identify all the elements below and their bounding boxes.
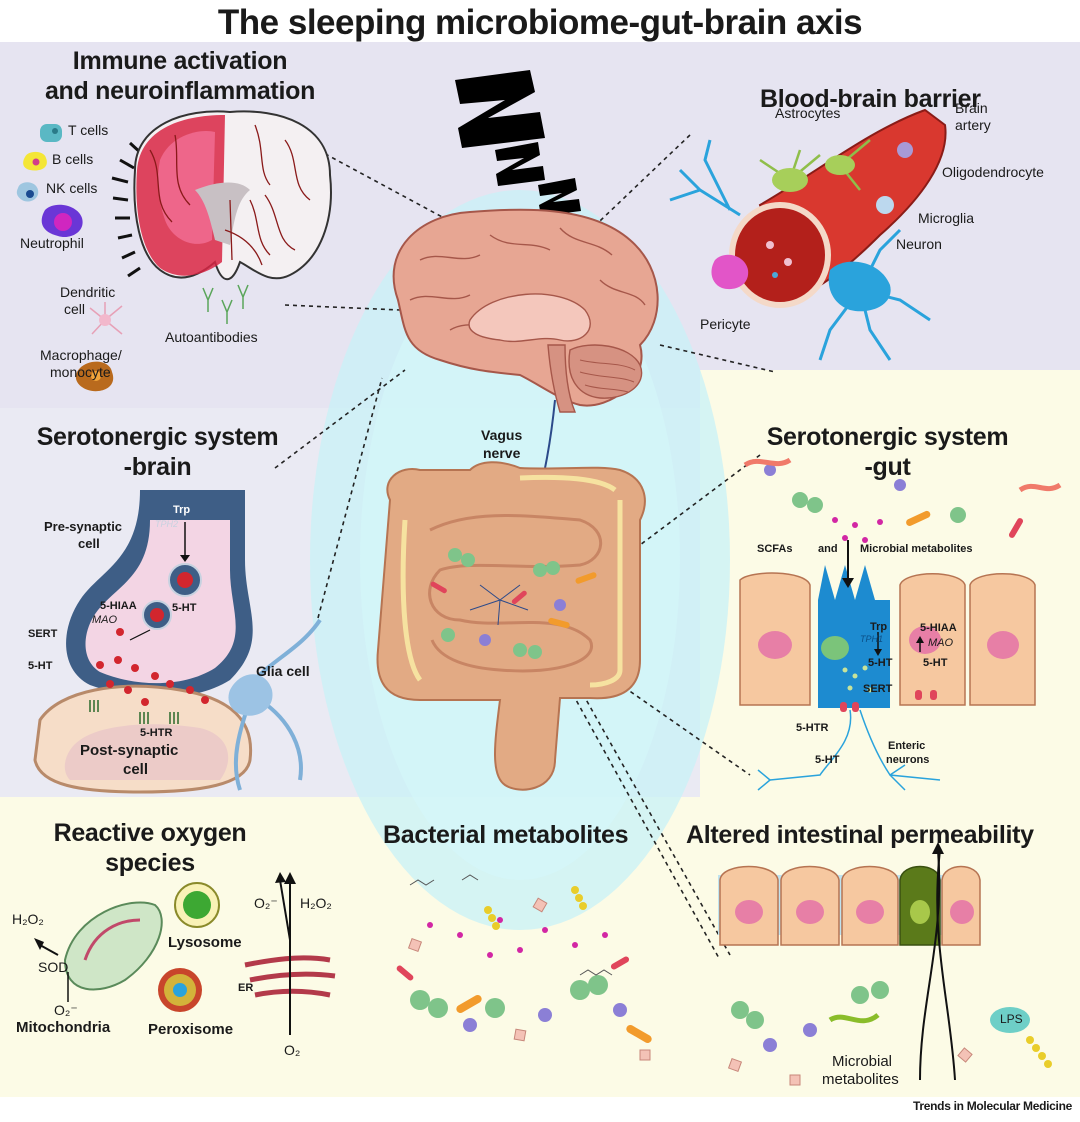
bacterial-panel-title: Bacterial metabolites	[383, 821, 629, 849]
label-5htr-gut: 5-HTR	[796, 722, 829, 734]
label-microbial-metabolites: metabolites	[822, 1071, 899, 1088]
label-t-cells: T cells	[68, 122, 109, 138]
central-brain-illustration	[392, 208, 659, 413]
label-microglia: Microglia	[918, 210, 975, 226]
label-5hiaa-brain: 5-HIAA	[100, 600, 137, 612]
label-trp-brain: Trp	[173, 504, 191, 516]
label-5htr-brain: 5-HTR	[140, 727, 173, 739]
label-artery: artery	[955, 117, 991, 133]
label-scfas: SCFAs	[757, 543, 793, 555]
label-enteric-neurons: neurons	[886, 754, 930, 766]
label-neutrophil: Neutrophil	[20, 235, 84, 251]
label-macrophage: Macrophage/	[40, 347, 122, 363]
permeability-panel-title: Altered intestinal permeability	[686, 821, 1034, 849]
ros-title-line1: Reactive oxygen	[53, 819, 247, 847]
sleep-z-icons	[455, 70, 581, 216]
label-o2: O₂	[284, 1042, 301, 1058]
label-tph1: TPH1	[860, 634, 884, 644]
label-brain: Brain	[955, 100, 988, 116]
label-astrocytes: Astrocytes	[775, 105, 841, 121]
label-postsynaptic: Post-synaptic	[80, 742, 179, 759]
blood-brain-barrier-illustration	[669, 108, 947, 361]
label-vagus: Vagus	[481, 427, 523, 443]
journal-footer: Trends in Molecular Medicine	[913, 1099, 1072, 1113]
bbb-panel-title: Blood-brain barrier	[760, 85, 981, 113]
label-5ht-cleft: 5-HT	[28, 660, 53, 672]
synapse-illustration	[33, 490, 322, 794]
label-h2o2-er: H₂O₂	[300, 895, 332, 911]
label-h2o2-mito: H₂O₂	[12, 911, 44, 927]
gut-epithelium-illustration	[739, 457, 1062, 791]
label-pericyte: Pericyte	[700, 316, 751, 332]
label-mao-brain: MAO	[92, 614, 118, 626]
label-glia-cell: Glia cell	[256, 663, 310, 679]
ros-organelles-illustration	[34, 872, 336, 1035]
immune-cell-icons	[16, 124, 123, 392]
bacterial-metabolites-illustration	[396, 874, 652, 1061]
label-tph2: TPH2	[155, 519, 179, 529]
label-trp-gut: Trp	[870, 621, 888, 633]
label-5ht-vesicle: 5-HT	[172, 602, 197, 614]
coronal-brain-illustration	[111, 110, 332, 324]
sero-brain-title-line1: Serotonergic system	[36, 423, 279, 451]
figure-title: The sleeping microbiome-gut-brain axis	[217, 3, 863, 42]
label-o2minus-er: O₂⁻	[254, 895, 278, 911]
label-b-cells: B cells	[52, 151, 94, 167]
sero-gut-title-line1: Serotonergic system	[766, 423, 1009, 451]
intestine-illustration	[376, 461, 646, 791]
label-presynaptic: Pre-synaptic	[44, 519, 123, 534]
immune-title-line2: and neuroinflammation	[44, 77, 316, 105]
ros-title-line2: species	[105, 849, 195, 877]
label-er: ER	[238, 982, 254, 994]
label-mao-gut: MAO	[928, 637, 954, 649]
label-enteric: Enteric	[888, 740, 926, 752]
label-and: and	[818, 543, 838, 555]
label-presynaptic-cell: cell	[78, 536, 100, 551]
label-vagus-nerve: nerve	[483, 445, 521, 461]
lumen-microbes	[743, 457, 1062, 543]
label-microbial-metabolites-gut: Microbial metabolites	[860, 543, 973, 555]
label-sert-gut: SERT	[863, 683, 893, 695]
label-postsynaptic-cell: cell	[123, 761, 149, 778]
immune-title-line1: Immune activation	[72, 47, 288, 75]
label-5hiaa-gut: 5-HIAA	[920, 622, 957, 634]
label-mitochondria: Mitochondria	[16, 1019, 111, 1036]
label-nk-cells: NK cells	[46, 180, 98, 196]
label-lps: LPS	[1000, 1012, 1023, 1026]
gut-microbes	[430, 548, 597, 659]
label-5ht-enteric: 5-HT	[815, 754, 840, 766]
label-peroxisome: Peroxisome	[148, 1021, 234, 1038]
label-5ht-ec: 5-HT	[868, 657, 893, 669]
label-monocyte: monocyte	[50, 364, 111, 380]
sero-brain-title-line2: -brain	[123, 453, 192, 481]
label-dendritic-cell: cell	[64, 301, 86, 317]
immune-panel-title: Immune activation and neuroinflammation	[40, 46, 320, 106]
intestinal-permeability-illustration	[718, 842, 1052, 1086]
sero-brain-panel-title: Serotonergic system -brain	[30, 422, 285, 482]
label-o2minus-mito: O₂⁻	[54, 1002, 78, 1018]
label-lysosome: Lysosome	[168, 934, 242, 951]
label-microbial: Microbial	[832, 1053, 893, 1070]
label-autoantibodies: Autoantibodies	[165, 329, 258, 345]
label-neuron: Neuron	[896, 236, 942, 252]
label-5ht-neighbor: 5-HT	[923, 657, 948, 669]
sero-gut-title-line2: -gut	[864, 453, 911, 481]
label-sod: SOD	[38, 959, 69, 975]
label-oligodendrocyte: Oligodendrocyte	[942, 164, 1044, 180]
sero-gut-panel-title: Serotonergic system -gut	[750, 422, 1025, 482]
ros-panel-title: Reactive oxygen species	[30, 818, 270, 878]
label-dendritic: Dendritic	[60, 284, 116, 300]
label-sert-brain: SERT	[28, 628, 58, 640]
